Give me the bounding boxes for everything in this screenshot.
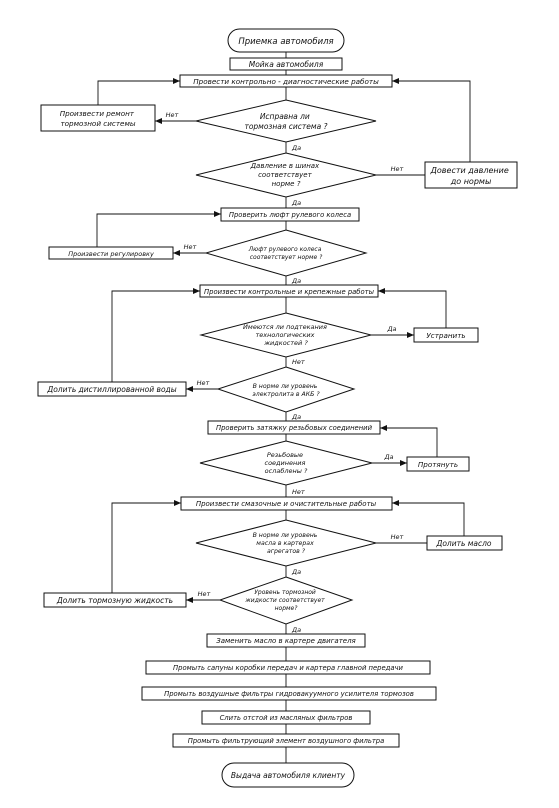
nodes: Приемка автомобиля Мойка автомобиля Пров…	[37, 28, 518, 788]
q-battery-diamond	[216, 366, 356, 413]
q-leak-label: Имеются ли подтекания технологических жи…	[243, 323, 329, 347]
edge-add-fluid-lubricate	[111, 500, 181, 593]
q-threads-diamond	[199, 440, 373, 486]
add-water-box	[37, 381, 187, 397]
adjust-label: Произвести регулировку	[68, 250, 154, 258]
air-filter-label: Промыть фильтрующий элемент воздушного ф…	[188, 737, 385, 745]
label-q-brakes-yes: Да	[291, 144, 301, 152]
start-label: Приемка автомобиля	[238, 37, 333, 47]
edge-eliminate-fasten	[378, 288, 447, 328]
flush-label: Промыть сапуны коробки передач и картера…	[173, 664, 404, 672]
finish-terminator	[221, 762, 355, 788]
label-q-threads-no: Нет	[292, 488, 305, 496]
label-q-brake-fluid-no: Нет	[198, 590, 211, 598]
label-q-brakes-no: Нет	[166, 111, 179, 119]
q-wheel-diamond	[204, 229, 368, 277]
diag-box	[179, 74, 393, 88]
fasten-label: Произвести контрольные и крепежные работ…	[204, 288, 375, 296]
q-wheel-label: Люфт рулевого колеса соответствует норме…	[248, 246, 324, 261]
clean-filters-box	[141, 686, 437, 701]
q-battery-label: В норме ли уровень электролита в АКБ ?	[252, 383, 320, 398]
fasten-box	[199, 284, 379, 298]
adjust-box	[48, 246, 174, 260]
change-oil-box	[206, 633, 366, 648]
label-q-wheel-no: Нет	[184, 243, 197, 251]
add-brake-fluid-box	[43, 592, 187, 608]
q-tire-label: Давление в шинах соответствует норме ?	[250, 162, 322, 188]
label-q-brake-fluid-yes: Да	[291, 626, 301, 634]
drain-box	[201, 710, 371, 725]
edge-water-fasten	[111, 288, 200, 382]
wash-box	[229, 57, 343, 71]
label-q-battery-yes: Да	[291, 413, 301, 421]
q-brake-fluid-label: Уровень тормозной жидкости соответствует…	[244, 589, 326, 612]
branch-labels: Нет Да Нет Да Нет Да Да Нет Нет Да Да Не…	[166, 111, 404, 634]
check-threads-box	[207, 420, 381, 435]
label-q-wheel-yes: Да	[291, 277, 301, 285]
label-q-leak-yes: Да	[386, 325, 396, 333]
q-brakes-diamond	[195, 99, 377, 143]
bring-pressure-label: Довести давление до нормы	[430, 166, 512, 186]
label-q-oil-yes: Да	[291, 568, 301, 576]
add-oil-box	[426, 535, 503, 551]
q-tire-diamond	[195, 152, 377, 198]
repair-brakes-box	[40, 104, 156, 132]
air-filter-box	[172, 733, 400, 748]
check-wheel-box	[220, 207, 360, 222]
change-oil-label: Заменить масло в картере двигателя	[216, 637, 356, 645]
diag-label: Провести контрольно - диагностические ра…	[193, 77, 379, 86]
edge-add-oil-lubricate	[392, 500, 465, 536]
eliminate-label: Устранить	[426, 331, 465, 340]
q-leak-diamond	[199, 312, 373, 358]
label-q-tire-no: Нет	[391, 165, 404, 173]
edge-tighten-check-threads	[380, 425, 438, 457]
start-terminator	[227, 28, 345, 53]
label-q-tire-yes: Да	[291, 199, 301, 207]
add-oil-label: Долить масло	[435, 539, 491, 548]
q-threads-label: Резьбовые соединения ослаблены ?	[265, 451, 308, 475]
edge-adjust-check-wheel	[96, 211, 221, 247]
q-brake-fluid-diamond	[218, 576, 354, 625]
label-q-oil-no: Нет	[391, 533, 404, 541]
lubricate-box	[180, 496, 393, 511]
label-q-threads-yes: Да	[383, 453, 393, 461]
tighten-box	[406, 456, 470, 472]
label-q-battery-no: Нет	[197, 379, 210, 387]
flush-box	[145, 660, 431, 675]
wash-label: Мойка автомобиля	[249, 60, 324, 69]
check-threads-label: Проверить затяжку резьбовых соединений	[216, 424, 373, 432]
clean-filters-label: Промыть воздушные фильтры гидровакуумног…	[164, 690, 414, 698]
edge-repair-diag	[97, 78, 180, 105]
q-oil-label: В норме ли уровень масла в картерах агре…	[253, 532, 320, 555]
eliminate-box	[413, 327, 479, 343]
q-brakes-label: Исправна ли тормозная система ?	[244, 112, 327, 131]
add-water-label: Долить дистиллированной воды	[46, 385, 176, 394]
check-wheel-label: Проверить люфт рулевого колеса	[229, 211, 351, 219]
finish-label: Выдача автомобиля клиенту	[231, 771, 346, 780]
bring-pressure-box	[424, 161, 518, 189]
lubricate-label: Произвести смазочные и очистительные раб…	[196, 500, 377, 508]
label-q-leak-no: Нет	[292, 358, 305, 366]
connectors	[96, 52, 471, 763]
drain-label: Слить отстой из масляных фильтров	[220, 714, 353, 722]
repair-brakes-label: Произвести ремонт тормозной системы	[60, 109, 137, 128]
tighten-label: Протянуть	[418, 460, 458, 469]
q-oil-diamond	[195, 519, 377, 567]
add-brake-fluid-label: Долить тормозную жидкость	[56, 596, 173, 605]
edge-pressure-diag	[392, 78, 471, 162]
